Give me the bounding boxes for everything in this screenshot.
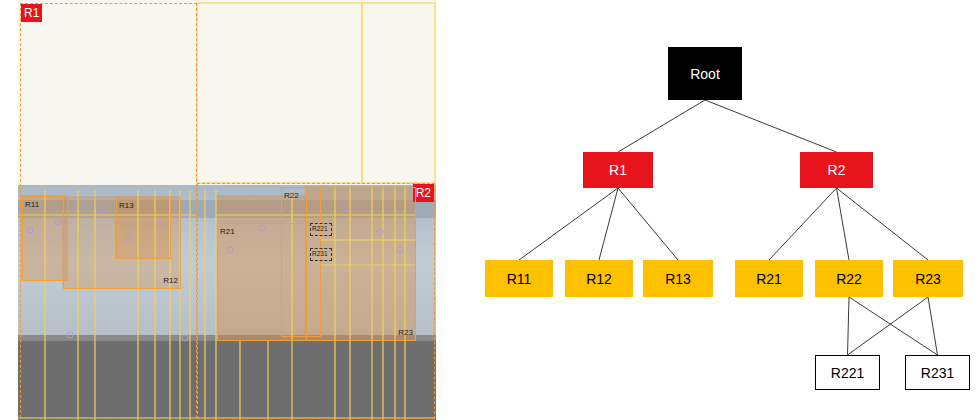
region-box: R23: [306, 187, 416, 341]
tree-node: R22: [815, 260, 883, 297]
region-box: R11: [22, 196, 68, 281]
tree-edge: [848, 297, 929, 355]
tree-node: R221: [815, 355, 880, 390]
tree-node: R23: [893, 260, 963, 297]
tree-edge: [848, 297, 850, 355]
tree-edge: [849, 297, 938, 355]
tree-edge: [769, 188, 837, 260]
tree-edge: [837, 188, 929, 260]
node-label: R231: [921, 365, 954, 381]
tree-edge: [928, 297, 938, 355]
tree-node: R11: [485, 260, 553, 297]
node-label: R2: [828, 162, 846, 178]
region-label: R11: [23, 197, 41, 212]
tree-node: R13: [643, 260, 713, 297]
region-box: R12: [63, 197, 181, 289]
region-box: R2R21R22R221R231R23: [197, 183, 435, 419]
region-label: R22: [282, 188, 301, 203]
tree-node: R2: [800, 152, 873, 188]
node-label: Root: [690, 66, 720, 82]
region-label: R12: [161, 273, 180, 288]
tree-node: R1: [583, 152, 653, 188]
tree-node: R231: [905, 355, 970, 390]
region-box: R231: [310, 248, 332, 261]
node-label: R221: [831, 365, 864, 381]
region-label: R21: [218, 224, 237, 239]
region-label: R23: [396, 325, 415, 340]
node-label: R12: [586, 271, 612, 287]
tree-edge: [705, 100, 837, 152]
tree-edge: [618, 188, 678, 260]
node-label: R1: [609, 162, 627, 178]
tree-node: R21: [735, 260, 803, 297]
region-box: R22: [281, 187, 321, 337]
tree-node: R12: [565, 260, 633, 297]
node-label: R13: [665, 271, 691, 287]
region-box: R1R11 R13R12: [20, 3, 197, 418]
node-label: R21: [756, 271, 782, 287]
node-label: R11: [507, 271, 532, 287]
tree-edge: [599, 188, 618, 260]
region-box: R21: [217, 223, 307, 341]
tree-node: Root: [668, 47, 742, 100]
region-box: R221: [310, 223, 332, 236]
region-label: R231: [311, 249, 329, 259]
node-label: R22: [836, 271, 862, 287]
region-label: R1: [21, 4, 42, 22]
tree-edge: [618, 100, 705, 152]
region-label: R13: [117, 198, 136, 213]
tree-edge: [837, 188, 850, 260]
tree-edge: [519, 188, 618, 260]
node-label: R23: [915, 271, 941, 287]
region-box: R13: [116, 197, 171, 259]
region-label: R221: [311, 224, 329, 234]
